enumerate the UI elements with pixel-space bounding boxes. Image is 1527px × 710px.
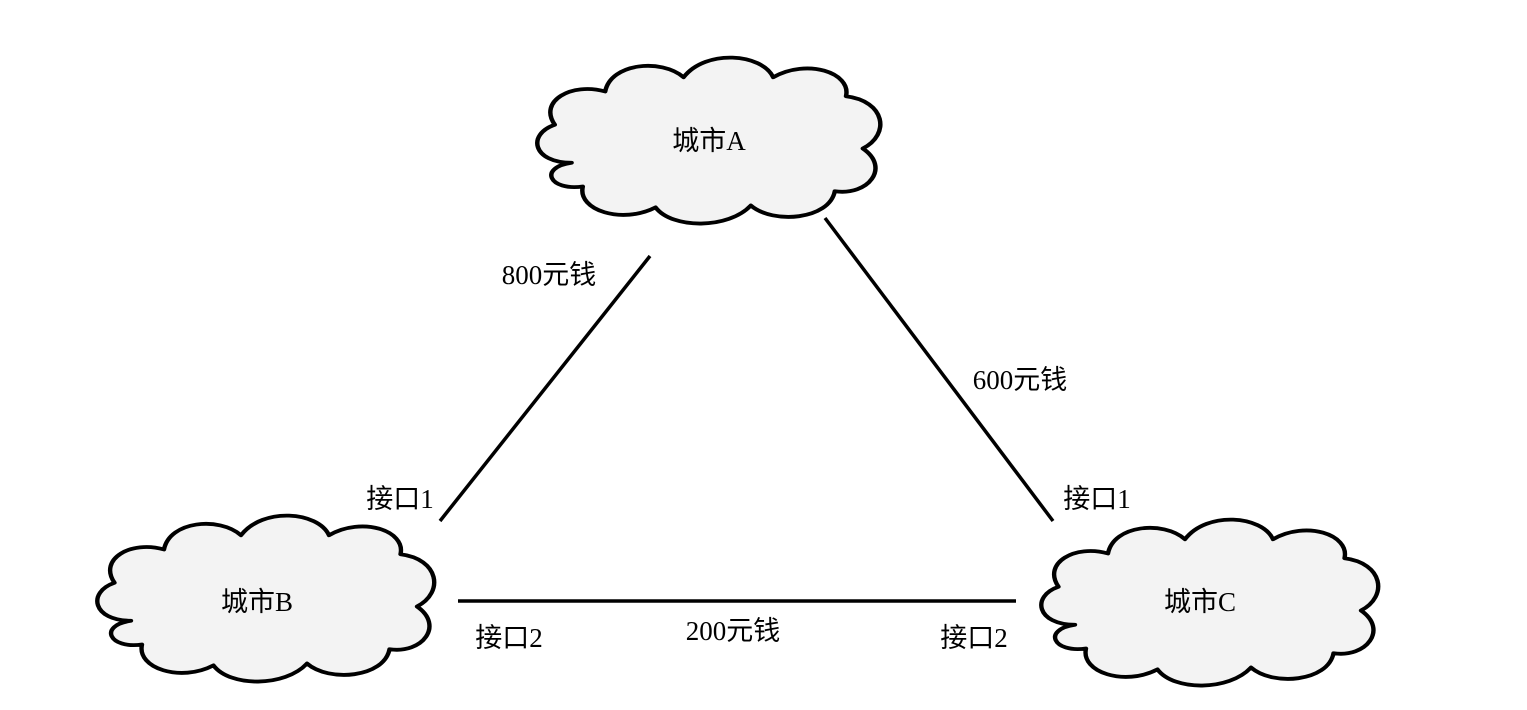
- cost-label-b-c: 200元钱: [686, 616, 781, 646]
- link-a-c: [823, 216, 1055, 523]
- interface-label-b-2: 接口2: [475, 623, 543, 653]
- cost-label-a-b: 800元钱: [502, 260, 597, 290]
- interface-label-c-1: 接口1: [1063, 484, 1131, 514]
- cost-label-a-c: 600元钱: [973, 365, 1068, 395]
- interface-label-c-2: 接口2: [940, 623, 1008, 653]
- city-b-label: 城市B: [221, 587, 293, 617]
- link-a-b: [438, 254, 652, 523]
- interface-label-b-1: 接口1: [366, 484, 434, 514]
- city-c-label: 城市C: [1164, 587, 1236, 617]
- city-a-label: 城市A: [672, 126, 746, 156]
